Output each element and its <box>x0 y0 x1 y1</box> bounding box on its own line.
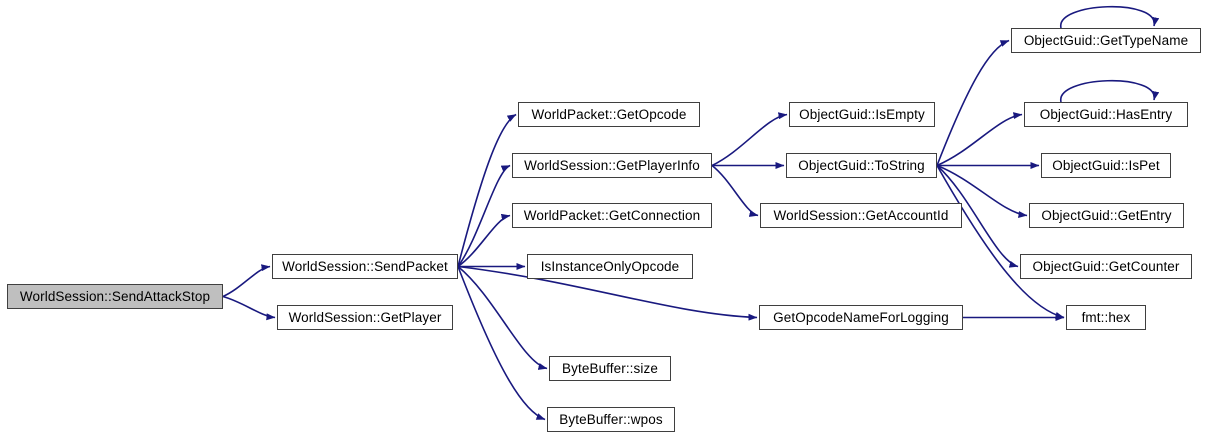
graph-node-get_player_info[interactable]: WorldSession::GetPlayerInfo <box>512 153 712 178</box>
graph-node-is_pet[interactable]: ObjectGuid::IsPet <box>1041 153 1171 178</box>
edge-has_entry-to-has_entry <box>1060 79 1160 103</box>
graph-node-bytebuffer_size[interactable]: ByteBuffer::size <box>549 356 671 381</box>
graph-node-send_attack_stop[interactable]: WorldSession::SendAttackStop <box>7 284 223 309</box>
graph-node-label: ByteBuffer::size <box>562 360 658 376</box>
edge-send_packet-to-get_connection <box>457 213 511 268</box>
graph-node-label: WorldPacket::GetConnection <box>523 207 701 223</box>
graph-node-get_connection[interactable]: WorldPacket::GetConnection <box>512 203 712 228</box>
graph-node-has_entry[interactable]: ObjectGuid::HasEntry <box>1024 102 1188 127</box>
edge-send_attack_stop-to-get_player <box>222 295 276 321</box>
graph-node-label: ObjectGuid::IsPet <box>1052 157 1160 173</box>
edge-to_string-to-fmt_hex <box>936 165 1065 319</box>
graph-node-opcode_name_log[interactable]: GetOpcodeNameForLogging <box>759 305 963 330</box>
graph-node-label: ObjectGuid::GetCounter <box>1032 258 1180 274</box>
graph-node-label: ObjectGuid::ToString <box>798 157 925 173</box>
graph-node-get_entry[interactable]: ObjectGuid::GetEntry <box>1029 203 1184 228</box>
graph-node-to_string[interactable]: ObjectGuid::ToString <box>786 153 937 178</box>
graph-node-fmt_hex[interactable]: fmt::hex <box>1066 305 1146 330</box>
graph-node-label: WorldSession::GetAccountId <box>773 207 949 223</box>
graph-node-label: WorldSession::SendAttackStop <box>19 288 211 304</box>
graph-node-is_empty[interactable]: ObjectGuid::IsEmpty <box>789 102 935 127</box>
graph-node-label: WorldSession::SendPacket <box>282 258 448 274</box>
edge-get_player_info-to-is_empty <box>711 112 788 167</box>
graph-node-label: fmt::hex <box>1081 309 1131 325</box>
graph-node-get_account_id[interactable]: WorldSession::GetAccountId <box>760 203 962 228</box>
graph-node-label: ObjectGuid::GetEntry <box>1041 207 1172 223</box>
graph-node-label: IsInstanceOnlyOpcode <box>540 258 680 274</box>
edge-get_player_info-to-get_account_id <box>711 164 759 217</box>
edge-to_string-to-get_type_name <box>936 39 1010 166</box>
graph-node-label: ObjectGuid::HasEntry <box>1039 106 1173 122</box>
graph-node-label: ByteBuffer::wpos <box>559 411 663 427</box>
graph-node-label: WorldSession::GetPlayer <box>288 309 442 325</box>
graph-node-label: GetOpcodeNameForLogging <box>773 309 949 325</box>
graph-node-get_type_name[interactable]: ObjectGuid::GetTypeName <box>1011 28 1201 53</box>
graph-node-label: WorldSession::GetPlayerInfo <box>524 157 700 173</box>
edge-send_packet-to-bytebuffer_size <box>457 265 548 370</box>
graph-node-label: ObjectGuid::IsEmpty <box>799 106 925 122</box>
graph-node-get_player[interactable]: WorldSession::GetPlayer <box>277 305 453 330</box>
graph-node-label: WorldPacket::GetOpcode <box>531 106 687 122</box>
graph-node-is_instance_only[interactable]: IsInstanceOnlyOpcode <box>527 254 693 279</box>
graph-node-send_packet[interactable]: WorldSession::SendPacket <box>272 254 458 279</box>
edge-send_attack_stop-to-send_packet <box>222 264 271 298</box>
edge-send_packet-to-bytebuffer_wpos <box>457 266 546 421</box>
graph-node-get_opcode[interactable]: WorldPacket::GetOpcode <box>518 102 700 127</box>
graph-node-get_counter[interactable]: ObjectGuid::GetCounter <box>1020 254 1192 279</box>
edge-send_packet-to-get_player_info <box>457 164 511 267</box>
graph-node-label: ObjectGuid::GetTypeName <box>1023 32 1189 48</box>
edge-send_packet-to-get_opcode <box>457 113 517 267</box>
edge-get_type_name-to-get_type_name <box>1060 5 1160 29</box>
edge-to_string-to-has_entry <box>936 112 1023 167</box>
graph-node-bytebuffer_wpos[interactable]: ByteBuffer::wpos <box>547 407 675 432</box>
